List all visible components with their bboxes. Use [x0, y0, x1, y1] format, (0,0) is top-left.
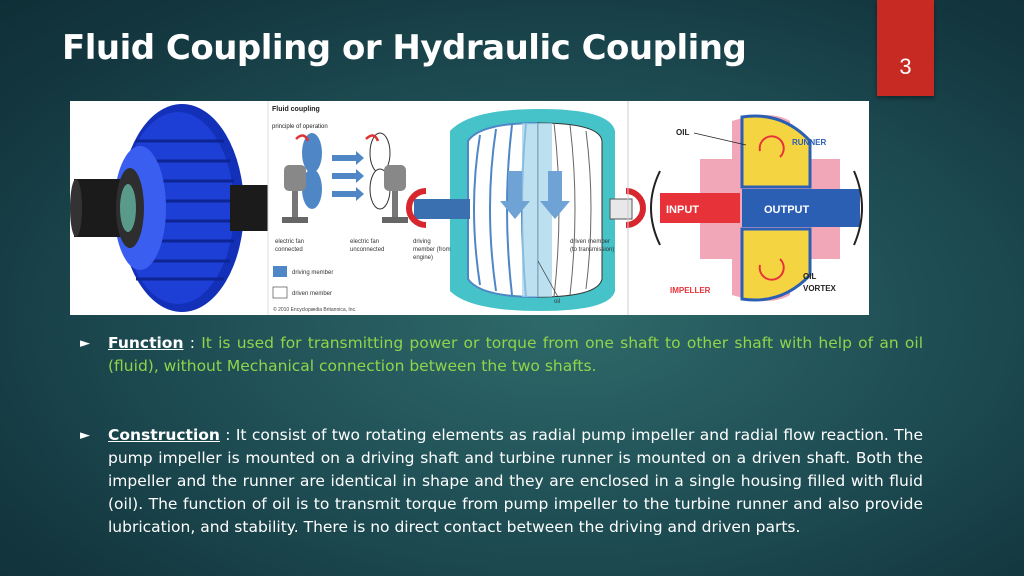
svg-text:unconnected: unconnected: [350, 247, 384, 253]
svg-text:oil: oil: [554, 299, 560, 305]
function-bullet: ► Function : It is used for transmitting…: [80, 332, 923, 378]
svg-text:(to transmission): (to transmission): [570, 247, 614, 253]
function-text: Function : It is used for transmitting p…: [108, 332, 923, 378]
bullet-arrow-icon: ►: [80, 428, 90, 443]
function-separator: :: [183, 334, 202, 352]
cutaway-diagram: oil driving member (from engine) driven …: [406, 109, 646, 311]
construction-description: It consist of two rotating elements as r…: [108, 426, 924, 536]
bullet-arrow-icon: ►: [80, 336, 90, 351]
slide-title: Fluid Coupling or Hydraulic Coupling: [62, 28, 747, 68]
svg-text:electric fan: electric fan: [350, 239, 379, 245]
svg-text:OUTPUT: OUTPUT: [764, 204, 810, 216]
function-description: It is used for transmitting power or tor…: [108, 334, 924, 375]
svg-text:electric fan: electric fan: [275, 239, 304, 245]
svg-text:driven member: driven member: [570, 239, 610, 245]
svg-text:RUNNER: RUNNER: [792, 138, 826, 147]
coupling-photo: [70, 101, 268, 315]
svg-text:OIL: OIL: [803, 272, 816, 281]
svg-text:driving: driving: [413, 239, 431, 245]
svg-text:VORTEX: VORTEX: [803, 284, 837, 293]
svg-text:driven member: driven member: [292, 291, 332, 297]
construction-separator: :: [219, 426, 236, 444]
principle-diagram: Fluid coupling principle of operation el…: [267, 101, 408, 315]
construction-bullet: ► Construction : It consist of two rotat…: [80, 424, 923, 539]
slide-number: 3: [899, 54, 912, 79]
svg-text:IMPELLER: IMPELLER: [670, 286, 711, 295]
svg-text:OIL: OIL: [676, 128, 689, 137]
construction-text: Construction : It consist of two rotatin…: [108, 424, 923, 539]
construction-term: Construction: [108, 426, 220, 444]
svg-text:INPUT: INPUT: [666, 204, 699, 216]
svg-text:driving member: driving member: [292, 270, 333, 276]
schematic-diagram: INPUT OUTPUT OIL RUNNER IMPELLER OIL VOR…: [627, 101, 863, 315]
fluid-coupling-figure: Fluid coupling principle of operation el…: [70, 101, 869, 315]
svg-text:engine): engine): [413, 255, 433, 261]
svg-text:© 2010 Encyclopædia Britannica: © 2010 Encyclopædia Britannica, Inc.: [273, 306, 356, 313]
svg-text:principle of operation: principle of operation: [272, 124, 328, 130]
function-term: Function: [108, 334, 184, 352]
svg-text:member (from: member (from: [413, 247, 451, 253]
svg-text:Fluid coupling: Fluid coupling: [272, 106, 320, 113]
svg-text:connected: connected: [275, 247, 303, 253]
slide-number-tab: 3: [877, 0, 934, 96]
